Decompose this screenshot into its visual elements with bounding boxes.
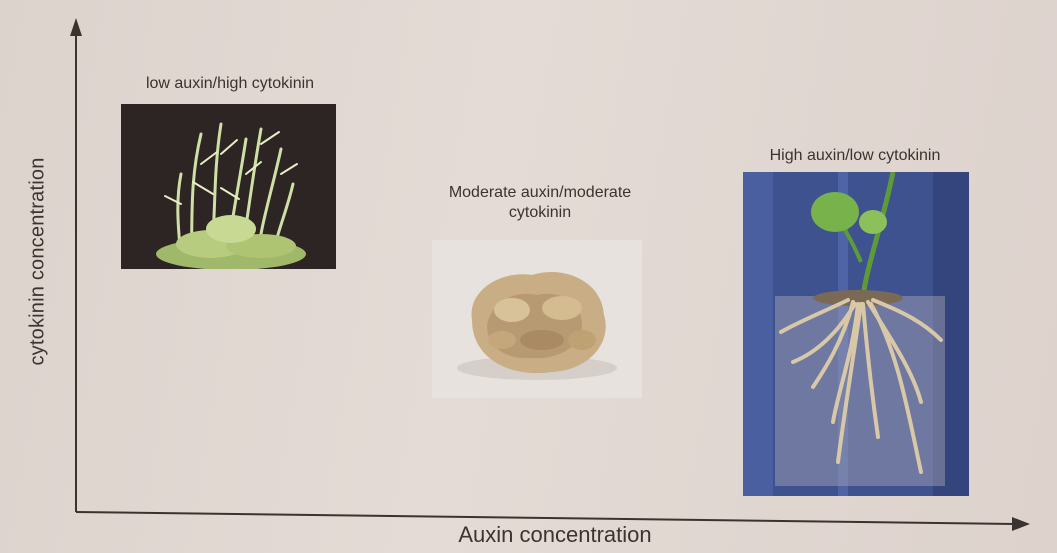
callus-caption: Moderate auxin/moderate cytokinin [395,183,685,223]
x-axis-label: Auxin concentration [405,522,705,548]
x-axis-arrowhead [1012,517,1030,531]
shoots-illustration [121,104,336,269]
callus-caption-line2: cytokinin [395,203,685,223]
y-axis-label: cytokinin concentration [27,112,50,412]
roots-illustration [743,172,969,496]
callus-illustration [432,240,642,398]
shoots-photo [121,104,336,269]
shoots-caption: low auxin/high cytokinin [100,74,360,94]
y-axis-arrowhead [70,18,82,36]
callus-photo [432,240,642,398]
callus-caption-line1: Moderate auxin/moderate [395,183,685,203]
roots-caption: High auxin/low cytokinin [720,146,990,166]
roots-photo [743,172,969,496]
